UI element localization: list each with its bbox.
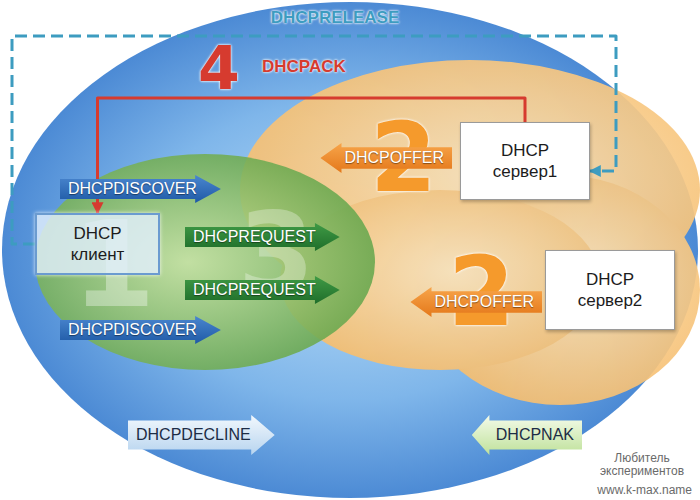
- message-arrow: DHCPREQUEST: [185, 276, 340, 304]
- message-arrow: DHCPDISCOVER: [60, 175, 221, 203]
- client-ellipse: [35, 154, 375, 370]
- host-name: DHCP клиент: [52, 223, 144, 266]
- message-arrow: DHCPDISCOVER: [60, 316, 221, 344]
- host-box: DHCP клиент: [35, 213, 160, 275]
- message-label: DHCPACK: [262, 58, 346, 75]
- message-arrow: DHCPOFFER: [320, 143, 452, 173]
- host-name: DHCP сервер1: [479, 140, 571, 183]
- host-name: DHCP сервер2: [564, 269, 656, 312]
- host-box: DHCP сервер2: [545, 250, 675, 330]
- host-box: DHCP сервер1: [460, 122, 590, 200]
- callout-number: 4: [198, 38, 240, 98]
- message-arrow: DHCPREQUEST: [185, 223, 340, 251]
- watermark: www.k-max.name: [597, 484, 692, 497]
- watermark: Любитель экспериментов: [594, 452, 690, 478]
- message-arrow: DHCPDECLINE: [128, 415, 275, 455]
- message-arrow: DHCPNAK: [472, 415, 582, 455]
- message-label: DHCPRELEASE: [271, 9, 399, 26]
- message-arrow: DHCPOFFER: [410, 287, 542, 317]
